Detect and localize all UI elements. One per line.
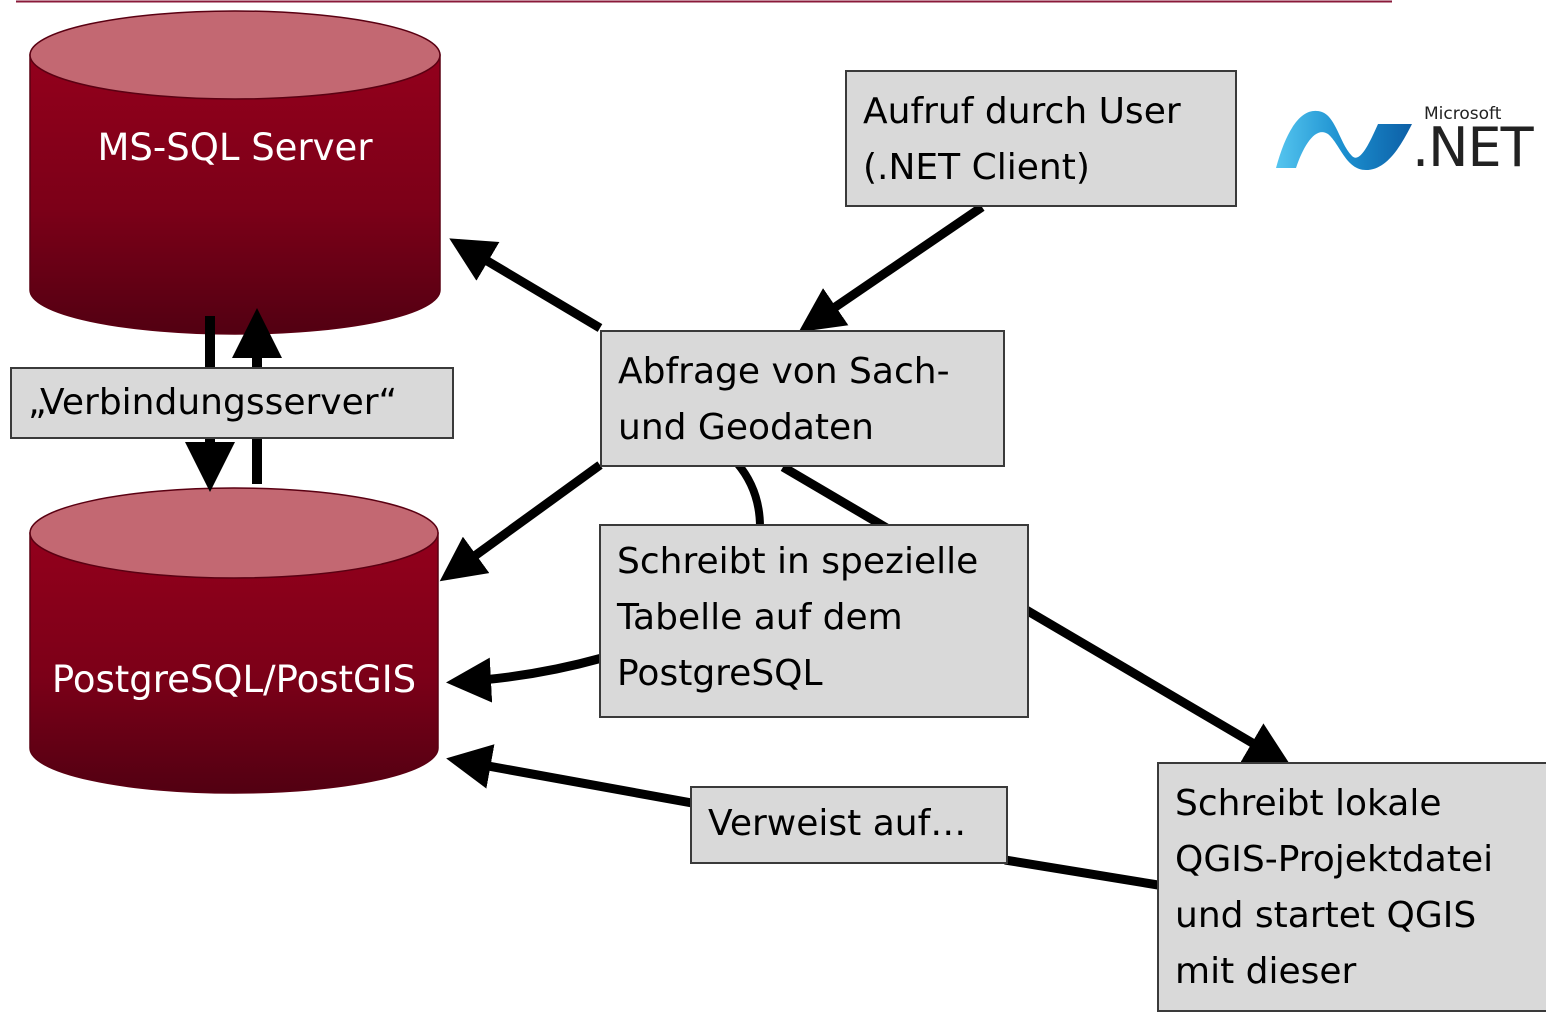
- dotnet-logo: Microsoft .NET: [1262, 72, 1534, 212]
- abfrage-line-1: Abfrage von Sach-: [618, 351, 950, 392]
- schreibt-tabelle-box: Schreibt in spezielle Tabelle auf dem Po…: [599, 524, 1029, 718]
- verweist-label: Verweist auf…: [708, 803, 967, 844]
- logo-brand: Microsoft: [1424, 104, 1502, 124]
- aufruf-box: Aufruf durch User (.NET Client): [845, 70, 1237, 207]
- verweist-box: Verweist auf…: [690, 786, 1008, 864]
- schreibt-tabelle-line-2: Tabelle auf dem: [617, 597, 903, 638]
- connector-abfrage-to-schreibt: [733, 460, 764, 528]
- abfrage-box: Abfrage von Sach- und Geodaten: [600, 330, 1005, 467]
- arrow-abfrage-to-projekt: [780, 463, 1291, 766]
- verbindungsserver-box: „Verbindungsserver“: [10, 367, 454, 439]
- arrow-schreibt-to-postgres: [446, 653, 604, 703]
- schreibt-projekt-line-1: Schreibt lokale: [1175, 783, 1442, 824]
- arrow-verweist-to-postgres: [446, 744, 693, 808]
- schreibt-projekt-line-4: mit dieser: [1175, 951, 1357, 992]
- aufruf-line-1: Aufruf durch User: [863, 91, 1181, 132]
- mssql-label: MS-SQL Server: [97, 126, 373, 169]
- arrow-abfrage-to-postgres: [439, 461, 603, 582]
- postgres-label: PostgreSQL/PostGIS: [51, 658, 417, 701]
- arrow-aufruf-to-abfrage: [798, 203, 985, 333]
- postgres-cylinder: [29, 487, 439, 794]
- logo-product: .NET: [1412, 116, 1534, 179]
- schreibt-tabelle-line-3: PostgreSQL: [617, 653, 823, 694]
- connector-projekt-to-verweist: [1004, 855, 1159, 890]
- schreibt-projekt-line-2: QGIS-Projektdatei: [1175, 839, 1494, 880]
- schreibt-projekt-line-3: und startet QGIS: [1175, 895, 1477, 936]
- mssql-cylinder: [29, 10, 441, 335]
- arrow-abfrage-to-mssql: [449, 238, 603, 332]
- schreibt-tabelle-line-1: Schreibt in spezielle: [617, 541, 979, 582]
- schreibt-projekt-box: Schreibt lokale QGIS-Projektdatei und st…: [1157, 762, 1546, 1012]
- verbindungsserver-label: „Verbindungsserver“: [28, 382, 398, 423]
- abfrage-line-2: und Geodaten: [618, 407, 874, 448]
- aufruf-line-2: (.NET Client): [863, 147, 1090, 188]
- dotnet-wave-icon: [1276, 110, 1412, 170]
